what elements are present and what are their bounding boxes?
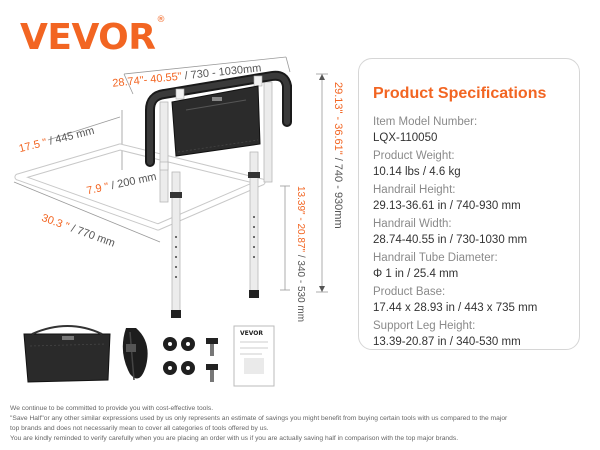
spec-value: 17.44 x 28.93 in / 443 x 735 mm [373,302,538,314]
spec-label: Handrail Width: [373,218,452,230]
spec-label: Support Leg Height: [373,320,476,332]
spec-value: 10.14 lbs / 4.6 kg [373,166,461,178]
specifications-card: Product Specifications Item Model Number… [358,58,580,350]
spec-value: 29.13-36.61 in / 740-930 mm [373,200,521,212]
spec-value: LQX-110050 [373,132,438,144]
vevor-logo: VEVOR® [20,14,166,58]
leg-height-metric: / 340 - 530 mm [295,252,306,323]
total-height-label: 29.13" - 36.61" / 740 - 930mm [332,82,344,229]
spec-value: 28.74-40.55 in / 730-1030 mm [373,234,528,246]
accessories-drawing [23,325,275,387]
spec-value: 13.39-20.87 in / 340-530 mm [373,336,521,348]
spec-label: Handrail Height: [373,184,456,196]
product-illustration: 28.74"- 40.55" / 730 - 1030mm 17.5 " / 4… [0,52,360,337]
manual-logo: VEVOR [240,330,264,337]
handrail [145,70,292,167]
total-height-imperial: 29.13" - 36.61" [332,82,344,155]
spec-label: Handrail Tube Diameter: [373,252,498,264]
disclaimer-line: You are kindly reminded to verify carefu… [10,435,459,442]
storage-pouch [171,85,261,157]
leg-height-label: 13.39" - 20.87" / 340 - 530 mm [294,186,306,322]
manual-accessory [233,325,275,387]
disclaimer-line: "Save Half"or any other similar expressi… [10,415,508,422]
registered-mark: ® [156,15,166,25]
specs-title: Product Specifications [373,85,547,102]
spec-label: Product Weight: [373,150,455,162]
spec-label: Product Base: [373,286,446,298]
bed-rail-drawing [13,56,328,318]
spec-value: Φ 1 in / 25.4 mm [373,268,459,280]
bolts [206,338,218,382]
support-legs [170,151,260,318]
disclaimer-line: We continue to be committed to provide y… [10,405,214,412]
star-knobs [163,337,195,375]
total-height-metric: / 740 - 930mm [332,154,344,229]
leg-height-imperial: 13.39" - 20.87" [295,186,306,253]
logo-text: VEVOR [20,17,156,58]
strap-accessory [122,328,148,381]
accessories-row: VEVOR [22,322,282,390]
pouch-accessory [23,325,111,383]
disclaimer-line: top brands and does not necessarily mean… [10,425,269,432]
spec-label: Item Model Number: [373,116,478,128]
disclaimer: We continue to be committed to provide y… [10,404,595,444]
